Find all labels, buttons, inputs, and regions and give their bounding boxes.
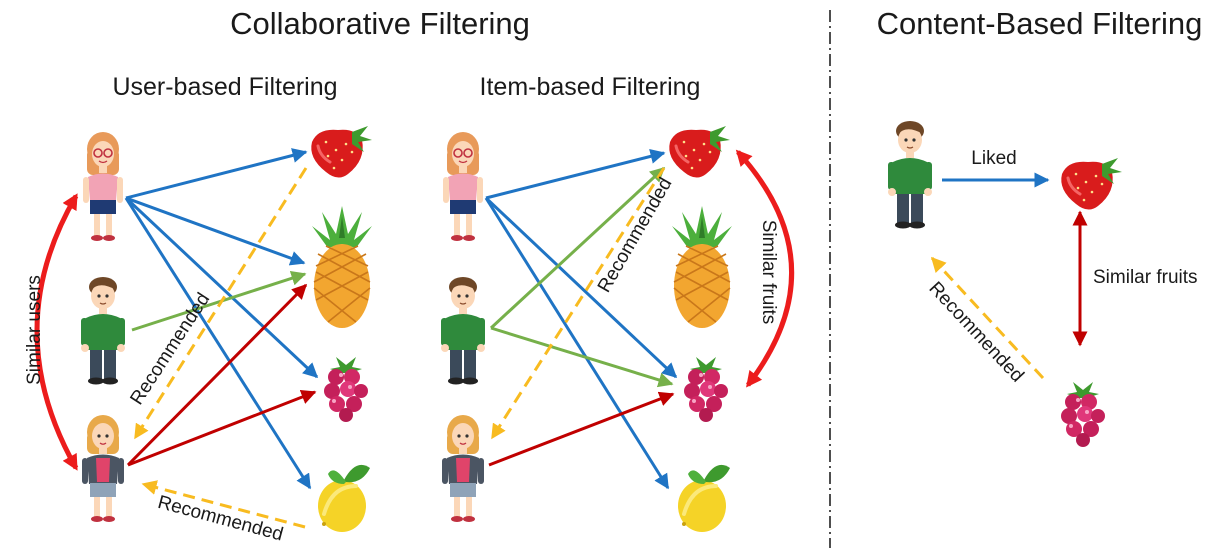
- pineapple-icon: [671, 205, 733, 329]
- blonde-woman-icon: [441, 414, 485, 523]
- user-based-filtering-subtitle: User-based Filtering: [112, 73, 338, 101]
- similar-fruits-label: Similar fruits: [758, 220, 779, 325]
- blue-link-lemon: [484, 197, 670, 490]
- user-based-panel: Similar users Recommended Recommended: [24, 124, 374, 546]
- recommended-label-bottom: Recommended: [155, 492, 285, 546]
- man-icon: [80, 276, 126, 386]
- recommended-lemon-arrow: [141, 480, 306, 529]
- item-based-panel: Recommended Similar fruits: [440, 124, 795, 534]
- lemon-icon: [316, 462, 372, 534]
- similar-fruits-label: Similar fruits: [1093, 267, 1198, 288]
- similar-users-arrow: [34, 193, 79, 471]
- content-based-panel: Liked Similar fruits Recommended: [887, 120, 1198, 447]
- blue-link-strawberry: [125, 148, 308, 200]
- green-link-strawberry: [489, 166, 666, 330]
- green-link-raspberry: [490, 326, 674, 388]
- collaborative-filtering-title: Collaborative Filtering: [230, 6, 530, 41]
- raspberry-icon: [684, 357, 728, 422]
- woman-icon: [82, 131, 124, 242]
- man-icon: [887, 120, 933, 230]
- content-based-filtering-title: Content-Based Filtering: [876, 6, 1203, 41]
- blue-link-raspberry: [124, 196, 319, 379]
- red-link-pineapple: [126, 283, 308, 467]
- recommended-arrow: [930, 256, 1045, 380]
- woman-icon: [442, 131, 484, 242]
- item-based-filtering-subtitle: Item-based Filtering: [479, 73, 701, 101]
- recommended-label-diagonal: Recommended: [594, 174, 677, 296]
- strawberry-icon: [309, 124, 374, 180]
- blue-link-raspberry: [484, 196, 678, 379]
- similar-fruits-arrow: [735, 149, 795, 388]
- strawberry-icon: [667, 124, 732, 180]
- blue-link-lemon: [124, 197, 312, 490]
- blue-link-strawberry: [485, 149, 666, 200]
- man-icon: [440, 276, 486, 386]
- lemon-icon: [676, 462, 732, 534]
- recommended-label: Recommended: [924, 278, 1027, 387]
- green-link-pineapple: [131, 271, 307, 332]
- blonde-woman-icon: [81, 414, 125, 523]
- blue-link-pineapple: [125, 196, 306, 266]
- pineapple-icon: [311, 205, 373, 329]
- red-link-raspberry: [127, 389, 317, 467]
- strawberry-icon: [1059, 156, 1124, 212]
- recommended-strawberry-arrow: [490, 167, 666, 440]
- recommended-strawberry-arrow: [133, 167, 308, 440]
- liked-label: Liked: [971, 148, 1016, 169]
- similar-users-label: Similar users: [24, 275, 45, 385]
- raspberry-icon: [1061, 382, 1105, 447]
- red-link-raspberry: [488, 391, 675, 467]
- raspberry-icon: [324, 357, 368, 422]
